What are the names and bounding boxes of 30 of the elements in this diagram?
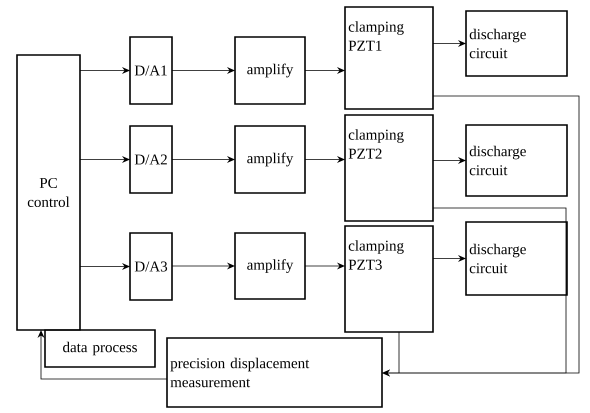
node-label: clamping PZT3 [348,240,404,270]
block-box [465,221,568,296]
node-label: amplify [247,152,294,166]
process-box [44,329,156,368]
node-label: discharge circuit [470,146,526,176]
node-label: amplify [247,64,294,78]
node-label: discharge circuit [470,28,526,58]
node-label: amplify [247,259,294,273]
node-label: clamping PZT2 [348,129,404,159]
node-label: clamping PZT1 [348,21,404,51]
block-box [129,36,173,105]
block-box [129,125,173,194]
node-label: data process [63,342,137,356]
control-box [16,54,81,331]
block-box [465,10,568,77]
node-label: precision displacement measurement [170,358,310,388]
node-label: D/A3 [134,261,168,272]
block-box [234,232,306,300]
node-label: PC control [28,178,70,208]
block-box [344,114,434,222]
node-label: D/A2 [134,154,167,165]
block-box [234,125,306,194]
block-box [129,232,173,301]
node-label: discharge circuit [470,244,526,274]
block-box [344,6,434,110]
block-box [465,124,568,197]
node-label: D/A1 [134,65,167,76]
block-box [344,225,434,333]
block-box [234,36,306,105]
measurement-box [166,337,383,408]
